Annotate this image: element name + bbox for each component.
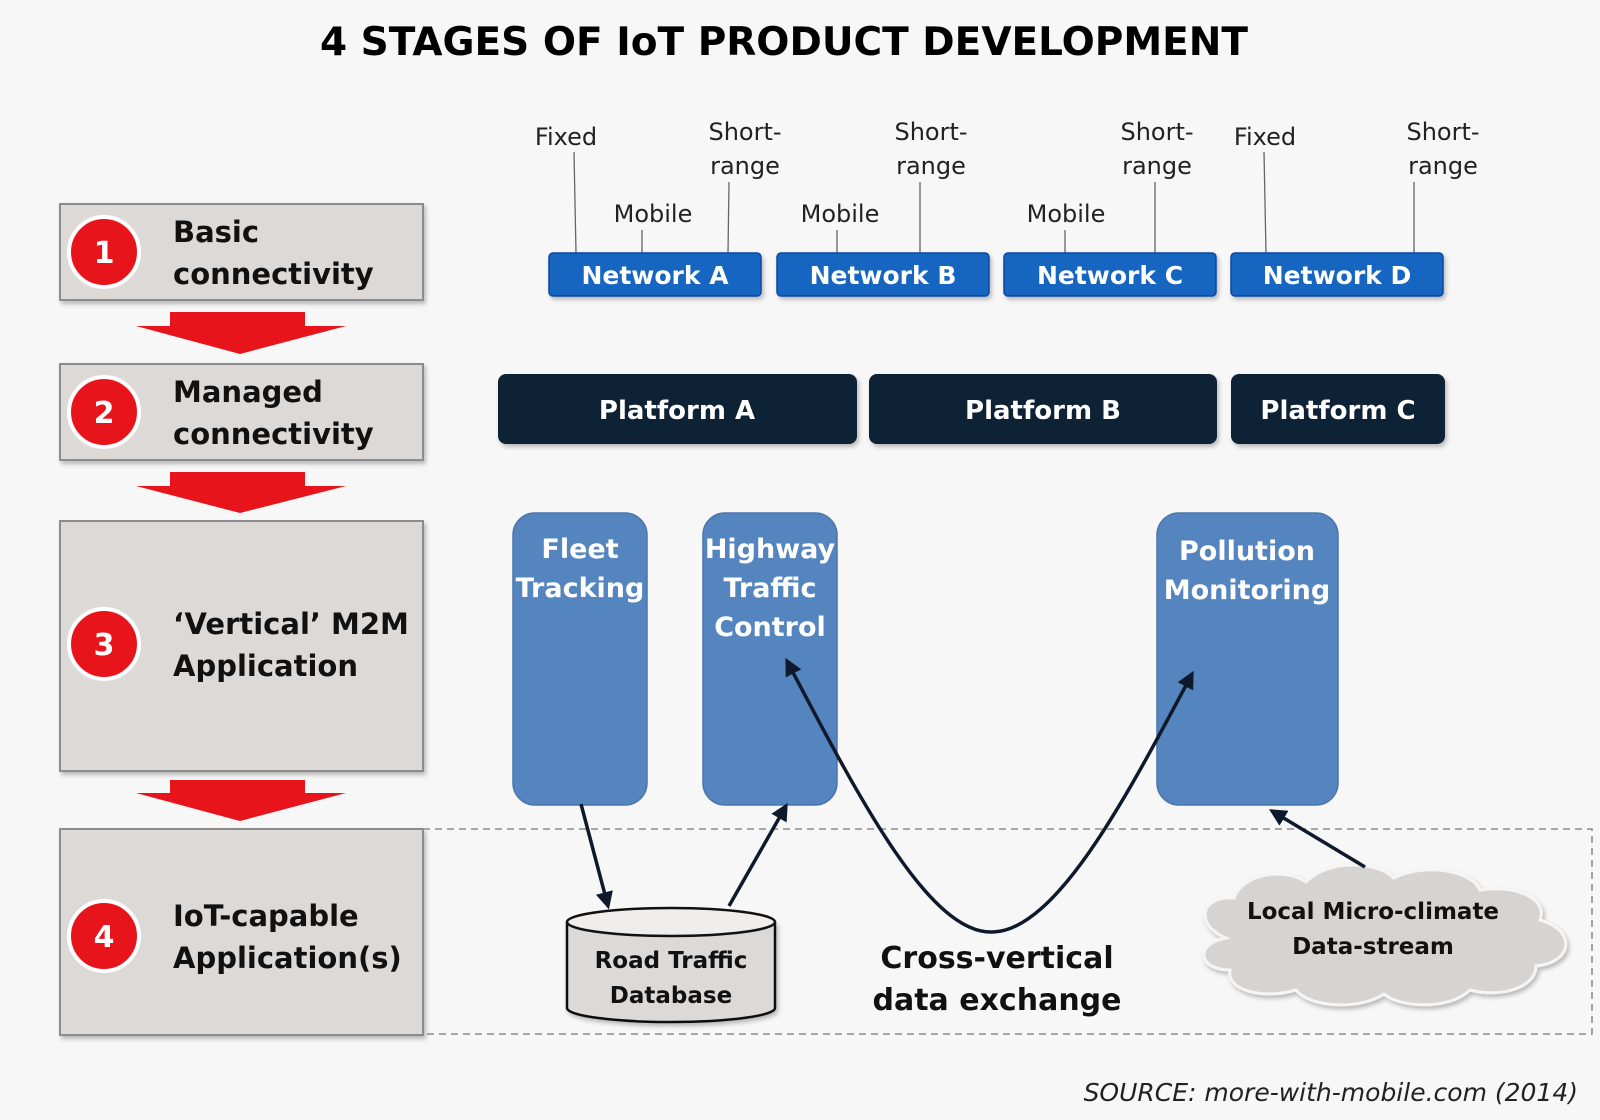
network-label: Network C [1037,261,1183,290]
database-label-line2: Database [610,983,732,1009]
stage-number-badge [67,607,141,681]
road-traffic-database: Road Traffic Database [565,906,777,1024]
tag-fixed: Fixed [535,123,597,151]
stage-label-line2: Application(s) [173,941,402,975]
stage-label-line1: Managed [173,375,323,409]
database-cylinder-body [565,922,777,1024]
database-cylinder-top [565,906,777,938]
iot-region-border [423,828,1593,1035]
tag-fixed: Fixed [1234,123,1296,151]
network-label: Network A [581,261,729,290]
tag-short-range-2: range [1122,152,1192,180]
source-credit: SOURCE: more-with-mobile.com (2014) [1084,1078,1578,1107]
network-b: Network B [776,252,990,297]
tag-short-range-2: range [1408,152,1478,180]
tag-mobile: Mobile [614,200,693,228]
cross-vertical-label-line2: data exchange [872,983,1121,1018]
app-pollution-monitoring: Pollution Monitoring [1156,512,1339,806]
leader-line [727,181,730,254]
network-label: Network B [810,261,957,290]
stage-number: 4 [94,920,115,955]
network-box [776,252,990,297]
stage-label-line1: IoT-capable [173,899,359,933]
cloud-to-pollution-arrow [1269,809,1366,869]
stage-label-line1: ‘Vertical’ M2M [173,607,409,641]
network-box [1230,252,1444,297]
database-to-highway-arrow [727,802,788,907]
stage-label-line1: Basic [173,215,259,249]
stage-number-badge [67,375,141,449]
fleet-to-database-arrow [579,803,613,910]
cloud-label-line1: Local Micro-climate [1247,899,1499,925]
tag-mobile: Mobile [801,200,880,228]
tag-mobile: Mobile [1027,200,1106,228]
stage-transition-arrow [136,472,346,513]
platform-b: Platform B [869,374,1217,444]
cloud-shape [1202,863,1568,1007]
stage-number-badge [67,215,141,289]
platform-box [498,374,857,444]
network-box [1003,252,1217,297]
stage-label-line2: Application [173,649,358,683]
platform-label: Platform A [599,396,755,426]
tag-short-range-1: Short- [894,118,967,146]
platform-c: Platform C [1231,374,1445,444]
leader-line [573,151,577,254]
network-label: Network D [1263,261,1412,290]
stage-label-line2: connectivity [173,417,374,451]
stage-number-badge [67,899,141,973]
application-label-line2: Traffic [723,573,816,604]
stage-transition-arrow [136,312,346,354]
page-title: 4 STAGES OF IoT PRODUCT DEVELOPMENT [320,20,1248,65]
cross-vertical-exchange-arrow [785,657,1194,934]
application-label-line1: Pollution [1179,536,1315,567]
stage-number: 2 [94,396,115,431]
local-micro-climate-cloud: Local Micro-climate Data-stream [1202,863,1568,1007]
application-label-line1: Fleet [541,534,618,565]
network-d: Network D [1230,252,1444,297]
app-highway-traffic-control: Highway Traffic Control [702,512,838,806]
stage-transition-arrow [136,780,346,821]
network-box [548,252,762,297]
application-label-line3: Control [714,612,826,643]
platform-label: Platform C [1260,396,1415,426]
platform-a: Platform A [498,374,857,444]
leader-line [1263,151,1267,254]
application-label-line1: Highway [705,534,836,565]
database-label-line1: Road Traffic [595,948,748,974]
platform-box [1231,374,1445,444]
stage-1: 1 Basic connectivity [59,203,424,301]
platform-label: Platform B [965,396,1121,426]
cross-vertical-label-line1: Cross-vertical [880,941,1113,976]
application-label-line2: Tracking [516,573,645,604]
tag-short-range-1: Short- [1406,118,1479,146]
network-c: Network C [1003,252,1217,297]
stage-number: 3 [94,628,115,663]
cloud-label-line2: Data-stream [1292,934,1454,960]
app-fleet-tracking: Fleet Tracking [512,512,648,806]
tag-short-range-2: range [710,152,780,180]
network-leader-lines [573,151,1415,254]
stage-2: 2 Managed connectivity [59,363,424,461]
tag-short-range-1: Short- [708,118,781,146]
stage-3: 3 ‘Vertical’ M2M Application [59,520,424,772]
stage-number: 1 [94,236,115,271]
application-label-line2: Monitoring [1164,575,1330,606]
tag-short-range-1: Short- [1120,118,1193,146]
stage-label-line2: connectivity [173,257,374,291]
platform-box [869,374,1217,444]
stage-4: 4 IoT-capable Application(s) [59,828,424,1036]
network-a: Network A [548,252,762,297]
tag-short-range-2: range [896,152,966,180]
